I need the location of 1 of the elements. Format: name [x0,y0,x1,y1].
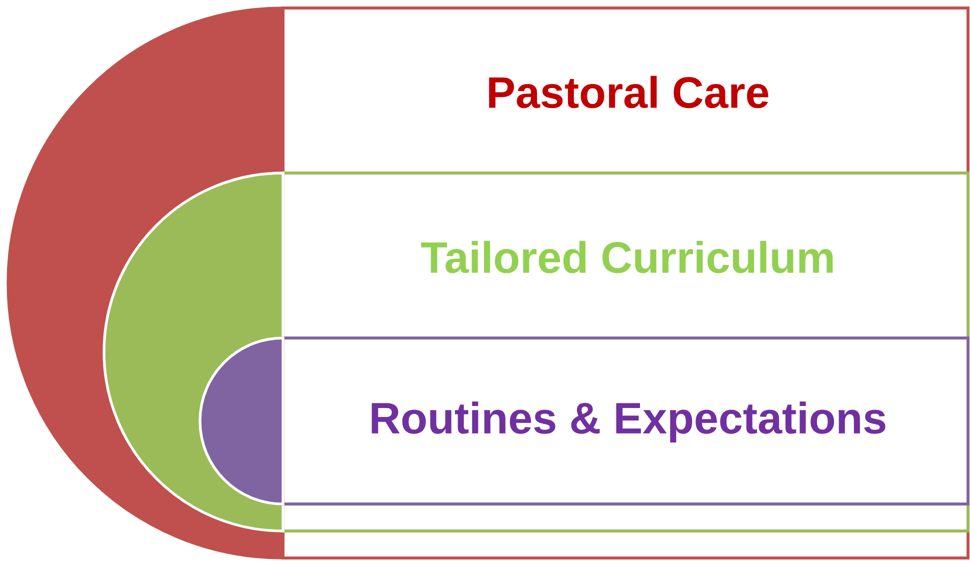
layer-box: Routines & Expectations [198,336,970,506]
